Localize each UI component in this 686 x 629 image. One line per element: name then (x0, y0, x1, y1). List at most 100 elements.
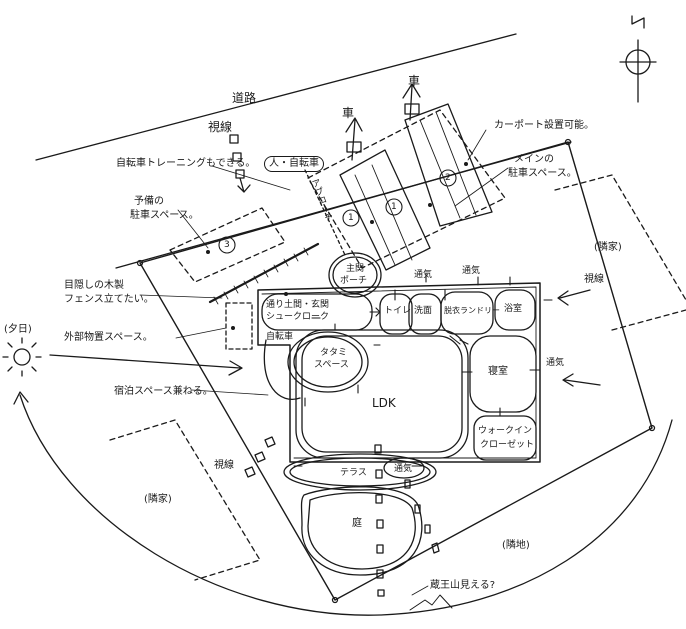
label-toilet: トイレ (384, 306, 412, 316)
label-laundry: 脱衣ランドリー (444, 306, 500, 315)
label-tatami-1: タタミ (320, 348, 348, 358)
label-passage-3: 通気 (546, 358, 565, 368)
bedroom-bubble (469, 335, 537, 413)
toilet-bubble (379, 293, 413, 335)
num-circle-3 (218, 236, 236, 254)
label-terrace: テラス (340, 468, 367, 478)
parking-dot (428, 203, 432, 207)
boundary-corner (648, 424, 656, 432)
leader-mountain (411, 585, 429, 596)
label-num-1: 1 (391, 202, 397, 212)
label-carport: カーポート設置可能。 (494, 120, 594, 131)
label-bicycle-training: 自転車トレーニングもできる。 (116, 158, 256, 169)
num-circle-1 (385, 198, 403, 216)
leader-carport (467, 129, 487, 161)
storage-dot (231, 326, 235, 330)
label-bedroom: 寝室 (488, 366, 508, 377)
bathroom-bubble (494, 289, 536, 331)
sightline-right-arrow-1 (557, 289, 591, 306)
label-sightline-right: 視線 (584, 274, 604, 285)
spare-parking-outline (169, 207, 286, 283)
label-passage-2: 通気 (462, 266, 481, 276)
guest-bubble (263, 339, 301, 400)
sun-circle (13, 348, 31, 366)
sun-path-arc (19, 394, 673, 616)
leader-storage (175, 327, 227, 339)
num-circle-1b (342, 209, 360, 227)
label-num-1b: 1 (348, 213, 354, 223)
leader-fence (139, 294, 223, 299)
label-ldk: LDK (372, 396, 396, 410)
label-guest-space: 宿泊スペース兼ねる。 (114, 386, 213, 397)
boundary-corner (564, 138, 572, 146)
label-sightline-left: 視線 (214, 460, 234, 471)
label-porch-2: ポーチ (340, 276, 368, 286)
boundary-corner (331, 596, 339, 604)
fence-line (208, 242, 320, 304)
label-entrance-hall: 通り土間・玄関 (266, 300, 330, 310)
passage-bubble-bottom (383, 457, 425, 479)
flow-arrows (293, 273, 553, 467)
storage-outline (225, 302, 253, 350)
label-num-2: 2 (445, 173, 451, 183)
garden-bubble-inner (307, 491, 416, 570)
sightline-left-marks (244, 436, 276, 478)
terrace-bubble-outer (283, 453, 437, 491)
laundry-bubble (440, 291, 494, 335)
boundary-corner (136, 259, 144, 267)
label-num-3: 3 (224, 240, 230, 250)
label-sunset: (夕日) (4, 324, 32, 335)
tatami-bubble (287, 331, 369, 393)
label-people-bicycle: 人・自転車 (264, 156, 324, 172)
car-arrow-left (345, 117, 363, 161)
label-car-right: 車 (408, 74, 421, 88)
ldk-bubble (295, 329, 469, 459)
parking-stall-2 (404, 103, 493, 227)
label-bicycle: 自転車 (266, 332, 294, 342)
spare-parking-dot (206, 250, 210, 254)
leader-spare-parking (177, 209, 209, 249)
house-outline (257, 282, 541, 463)
sightline-top-arrow (237, 177, 251, 193)
car-arrow-left-box (346, 141, 362, 153)
label-washroom: 洗面 (414, 306, 433, 316)
sun-rays (2, 337, 42, 377)
terrace-bubble (289, 457, 431, 487)
parking-stall-2-lines (419, 111, 477, 219)
label-bathroom: 浴室 (504, 304, 523, 314)
sunset-arrow (49, 354, 243, 376)
label-shoe-cloak: シュークローク (266, 312, 330, 322)
porch-bubble-inner (332, 256, 378, 294)
label-spare-parking-1: 予備の (134, 196, 164, 207)
walkin-bubble (473, 415, 537, 461)
label-neighbor-right: (隣家) (594, 242, 622, 253)
label-fence-1: 目隠しの木製 (64, 280, 124, 291)
tatami-bubble-inner (293, 336, 363, 388)
label-sightline-top: 視線 (208, 120, 233, 134)
carport-dot (464, 162, 468, 166)
leader-guest (191, 389, 269, 396)
label-main-parking-2: 駐車スペース。 (508, 168, 577, 179)
fence-hatch (213, 247, 309, 305)
car-arrow-right-box (404, 103, 420, 115)
carport-outline (307, 109, 506, 269)
label-car-left: 車 (342, 106, 355, 120)
garden-axis (374, 444, 385, 597)
neighbor-outline-right (554, 174, 686, 331)
leader-main-parking (454, 167, 509, 207)
road-edge-upper (35, 33, 517, 161)
sightline-right-arrow-2 (562, 373, 601, 387)
label-road: 道路 (232, 91, 257, 105)
parking-dot (370, 220, 374, 224)
sightline-top-marks (229, 134, 245, 179)
label-walkin-1: ウォークイン (478, 426, 533, 436)
parking-stall-1-lines (354, 164, 413, 266)
label-passage-1: 通気 (414, 270, 433, 280)
label-outdoor-storage: 外部物置スペース。 (64, 332, 153, 343)
label-mountain-view: 蔵王山見える? (430, 580, 496, 591)
label-passage-4: 通気 (394, 464, 413, 474)
porch-bubble (328, 252, 382, 298)
neighbor-outline-left (109, 419, 261, 581)
passage-marks-bottom (404, 479, 440, 554)
